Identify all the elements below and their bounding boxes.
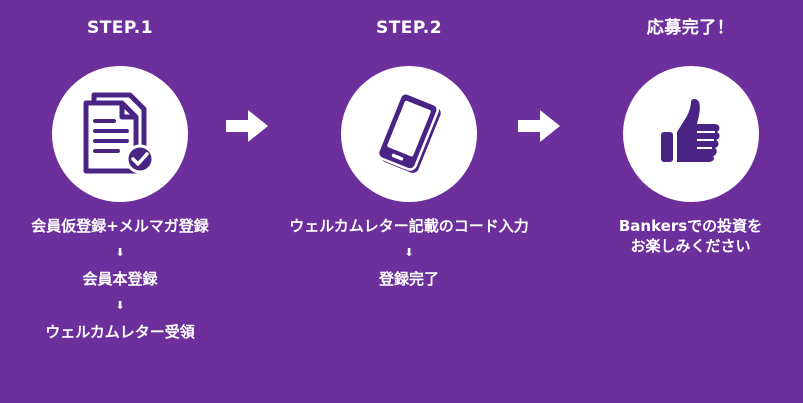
smartphone-icon	[376, 92, 441, 173]
step-2-icon-circle	[341, 66, 477, 202]
document-check-icon	[83, 92, 155, 174]
down-arrow-icon: ⬇	[115, 246, 125, 259]
step-2-line-2: 登録完了	[378, 270, 439, 288]
right-arrow-icon	[518, 110, 560, 142]
complete-title: 応募完了！	[646, 18, 735, 38]
complete-icon-circle	[622, 66, 759, 202]
step-1-line-1: 会員仮登録+メルマガ登録	[31, 217, 209, 235]
complete-line-2: お楽しみください	[630, 237, 751, 255]
step-1-line-2: 会員本登録	[82, 270, 158, 288]
step-1-line-3: ウェルカムレター受領	[45, 323, 195, 341]
thumbs-up-icon	[660, 99, 720, 162]
down-arrow-icon: ⬇	[115, 299, 125, 312]
step-2-line-1: ウェルカムレター記載のコード入力	[289, 217, 529, 235]
complete-line-1: Bankersでの投資を	[618, 217, 763, 235]
step-1-column: STEP.1 会員仮登録+メルマガ登録 ⬇ 会員本登録 ⬇ ウェルカムレター受領	[0, 0, 240, 342]
step-1-title: STEP.1	[86, 18, 154, 38]
step-1-icon-circle	[52, 66, 188, 202]
complete-column: 応募完了！ Bankersでの投資を お楽しみください	[578, 0, 803, 256]
down-arrow-icon: ⬇	[404, 246, 414, 259]
step-2-title: STEP.2	[375, 18, 443, 38]
right-arrow-icon	[226, 110, 268, 142]
step-2-column: STEP.2 ウェルカムレター記載のコード入力 ⬇ 登録完了	[260, 0, 558, 289]
